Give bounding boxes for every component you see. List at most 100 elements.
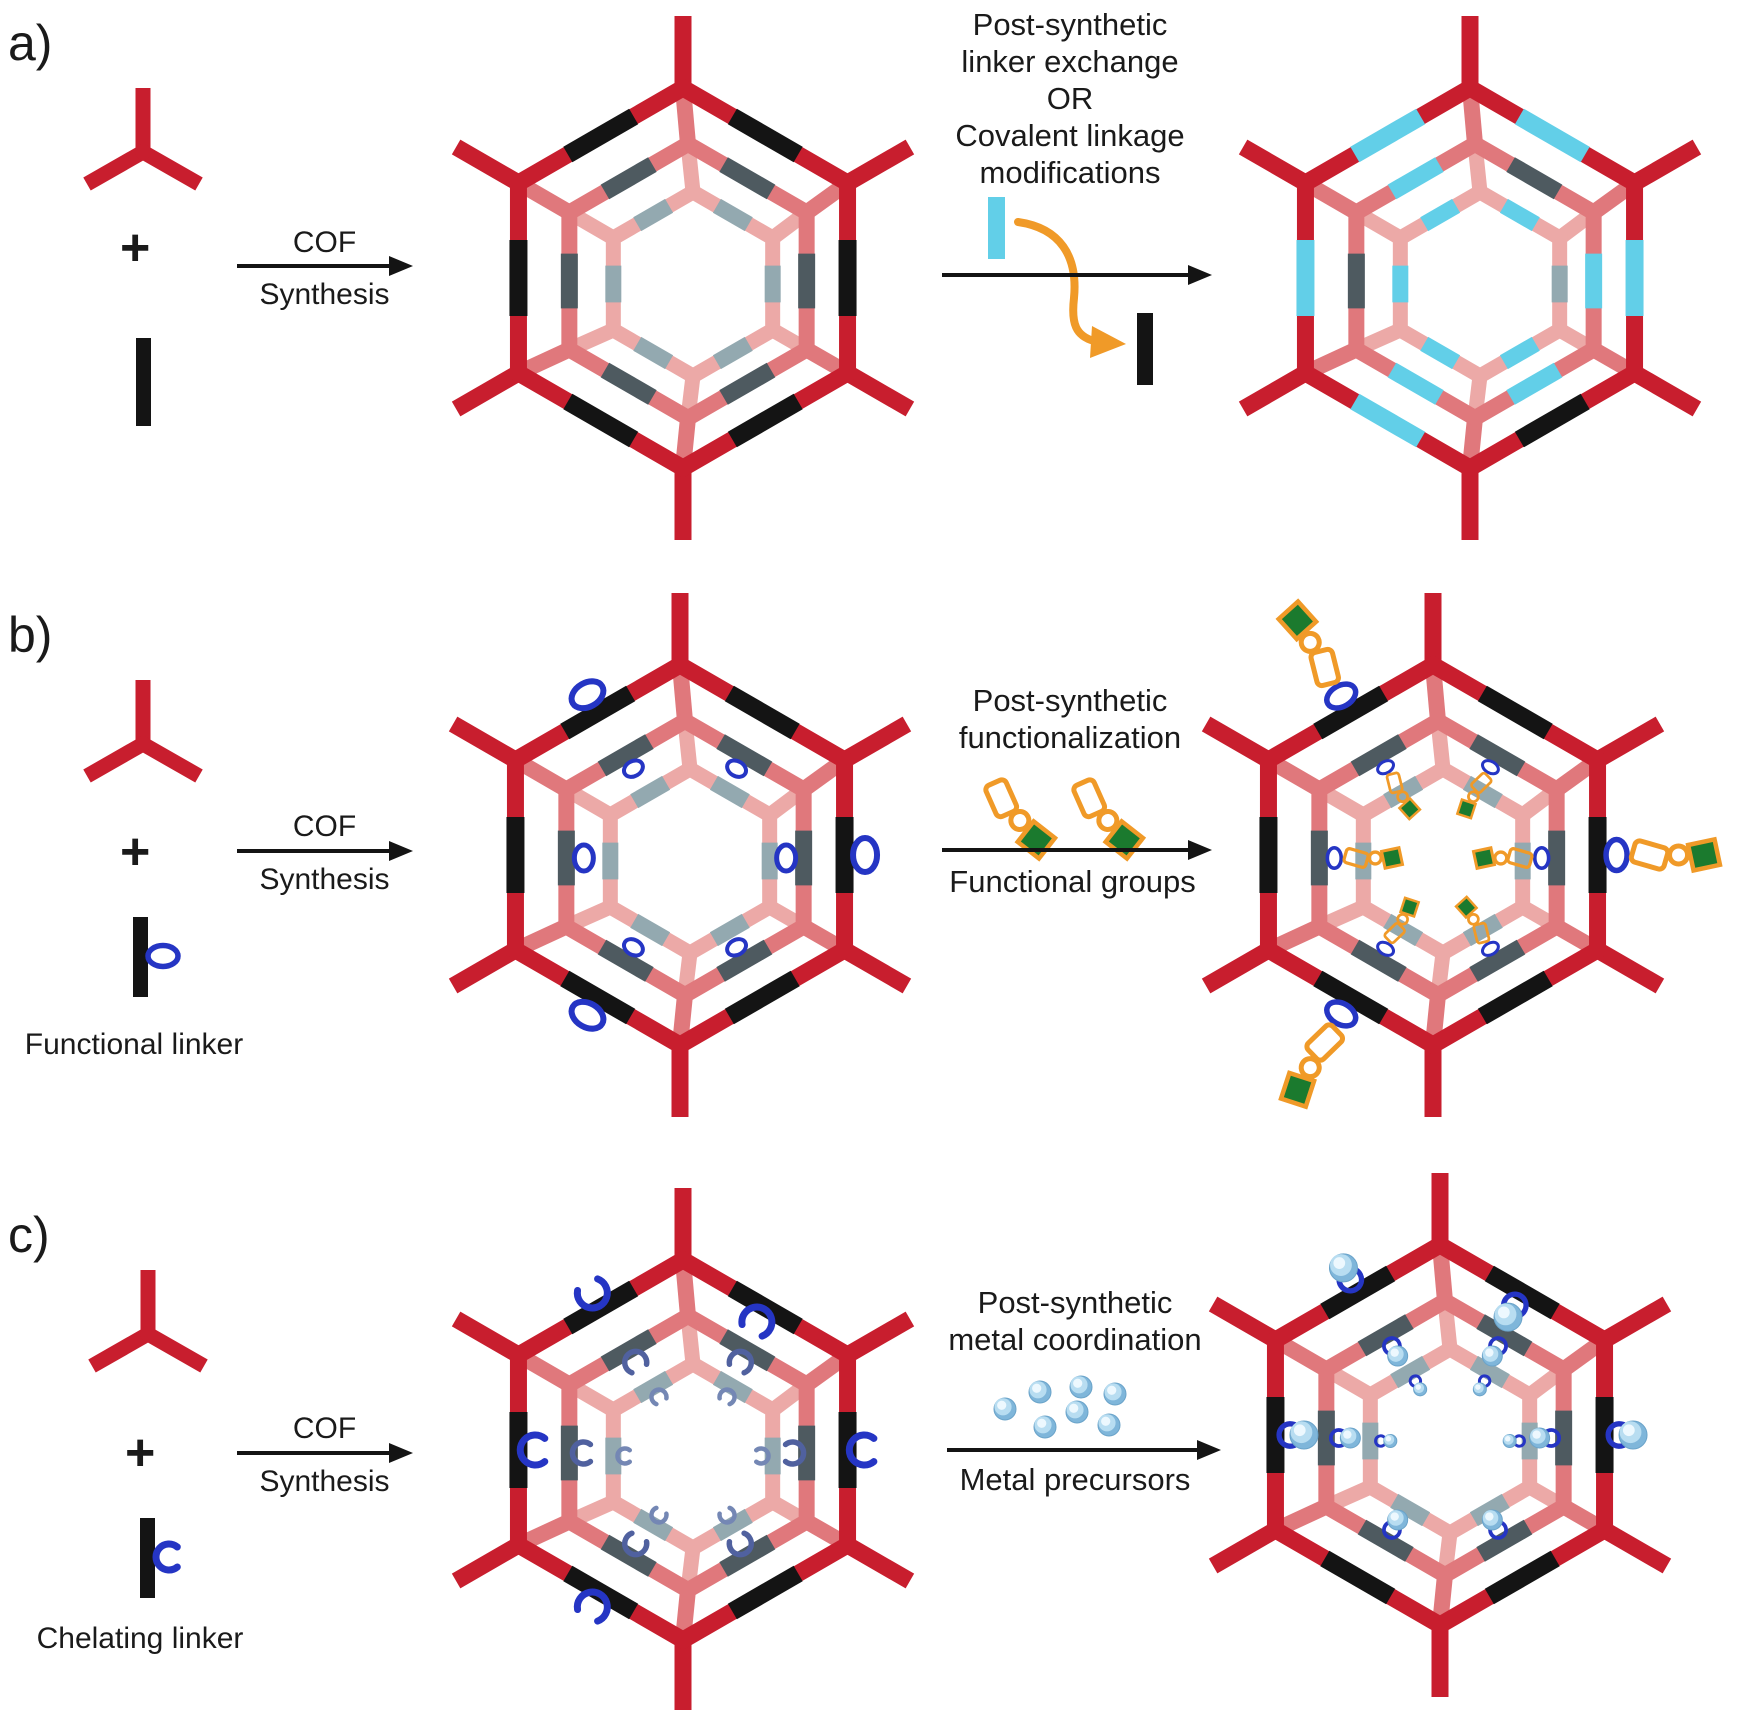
node-spoke	[1600, 1522, 1672, 1574]
cof-synthesis-bottom-b: Synthesis	[259, 863, 390, 896]
hexagon-ring	[1355, 760, 1531, 962]
node-spoke	[1600, 1296, 1672, 1348]
annotation-line: Post-synthetic	[977, 1285, 1173, 1320]
fg-circle	[1493, 850, 1509, 866]
functional-ring-icon	[1480, 940, 1500, 957]
functional-group-icon	[1455, 759, 1500, 820]
linker-segment	[1469, 1355, 1510, 1389]
node-spoke	[840, 942, 912, 994]
linker-segment	[1484, 1550, 1560, 1605]
linker-segment	[1420, 198, 1461, 232]
node-spoke	[1201, 942, 1273, 994]
metal-sphere-icon	[1103, 1382, 1127, 1406]
chelating-chevron-icon	[1382, 1520, 1402, 1540]
linker-segment	[719, 157, 776, 200]
metal-sphere-icon	[1529, 1427, 1551, 1449]
linker-segment	[1484, 1265, 1560, 1320]
functional-ring-icon	[1532, 845, 1551, 871]
fg-square	[1685, 836, 1723, 874]
linker-segment	[727, 393, 803, 448]
node-spoke	[1238, 365, 1310, 417]
linker-segment	[712, 336, 753, 370]
functional-groups-label: Functional groups	[949, 864, 1196, 899]
new-linker-bar-icon	[988, 197, 1005, 259]
cof-hexagon-b-functionalized	[1201, 593, 1723, 1117]
fg-square	[1454, 895, 1479, 920]
node-arm	[88, 1327, 152, 1373]
linker-bar-icon	[136, 338, 151, 426]
linker-segment	[1499, 336, 1540, 370]
chelating-linker-label: Chelating linker	[36, 1622, 244, 1655]
linker-segment	[1350, 939, 1407, 982]
node-spoke	[843, 139, 915, 191]
chelating-chevron-icon	[573, 1275, 611, 1312]
node-arm	[139, 145, 203, 191]
fg-circle	[1298, 1056, 1322, 1080]
outer-ring	[1201, 593, 1665, 1117]
linker-segment	[1469, 939, 1526, 982]
functional-ring-icon	[850, 835, 881, 875]
node-center	[135, 736, 151, 752]
node-spoke	[1208, 1296, 1280, 1348]
hexagon-ring	[509, 1250, 857, 1650]
fg-circle	[1667, 843, 1691, 867]
linker-segment	[597, 734, 654, 777]
chelating-chevron-icon	[1276, 1421, 1301, 1449]
fg-circle	[1467, 790, 1480, 804]
panel-a-label: a)	[8, 15, 53, 71]
functional-ring-icon	[621, 937, 645, 958]
linker-segment	[1350, 734, 1407, 777]
fg-rect	[1385, 771, 1404, 795]
linker-segment	[712, 198, 753, 232]
metal-sphere-icon	[1387, 1345, 1409, 1367]
node-spoke	[451, 139, 523, 191]
metal-sphere-icon	[1618, 1420, 1648, 1450]
linker-segment	[709, 775, 750, 809]
hexagon-ring	[1318, 1291, 1572, 1585]
chelating-chevron-icon	[1488, 1520, 1508, 1540]
linker-segment	[724, 685, 800, 740]
functional-group-icon	[1454, 895, 1500, 957]
cof-hexagon-b-functional	[448, 593, 912, 1117]
functional-ring-icon	[145, 942, 181, 970]
fg-rect	[1470, 771, 1493, 794]
linker-segment	[600, 1534, 657, 1577]
chelating-chevron-icon	[569, 1439, 594, 1467]
metal-precursors-label: Metal precursors	[959, 1462, 1191, 1497]
annotation-line: Post-synthetic	[972, 7, 1168, 42]
outer-ring	[451, 16, 915, 540]
outer-ring	[448, 593, 912, 1117]
chelating-chevron-icon	[516, 1431, 549, 1469]
inner-ring	[565, 1315, 812, 1591]
fg-circle	[1467, 912, 1480, 926]
fg-rect	[1506, 847, 1534, 869]
fg-circle	[1096, 808, 1120, 832]
metal-sphere-icon	[993, 1397, 1017, 1421]
functional-ring-icon	[725, 937, 749, 958]
node-spoke	[1593, 716, 1665, 768]
fg-square	[1278, 1070, 1317, 1110]
chelating-chevron-icon	[1488, 1336, 1508, 1356]
node-spoke	[1201, 716, 1273, 768]
tritopic-node-icon	[83, 88, 203, 191]
metal-sphere-icon	[1481, 1345, 1503, 1367]
functional-group-icon	[1603, 836, 1723, 874]
linker-segment	[1387, 157, 1444, 200]
plus-sign-b: +	[120, 823, 151, 881]
linker-segment	[600, 362, 657, 405]
cof-synthesis-arrow-b	[237, 849, 389, 853]
hexagon-ring	[602, 760, 778, 962]
linker-segment	[1350, 393, 1426, 448]
chelating-chevron-icon	[1544, 1428, 1562, 1448]
functional-group-icon	[1376, 896, 1421, 957]
linker-segment	[1499, 198, 1540, 232]
chelating-chevron-icon	[615, 1446, 633, 1466]
linker-segment	[563, 393, 639, 448]
tritopic-node	[88, 1270, 208, 1373]
fg-circle	[1396, 912, 1409, 926]
metal-sphere-icon	[1069, 1375, 1093, 1399]
metal-sphere-icon	[1339, 1427, 1361, 1449]
outer-ring	[1208, 1173, 1672, 1697]
chelating-chevron-icon	[621, 1530, 650, 1558]
linker-segment	[1357, 1519, 1414, 1562]
